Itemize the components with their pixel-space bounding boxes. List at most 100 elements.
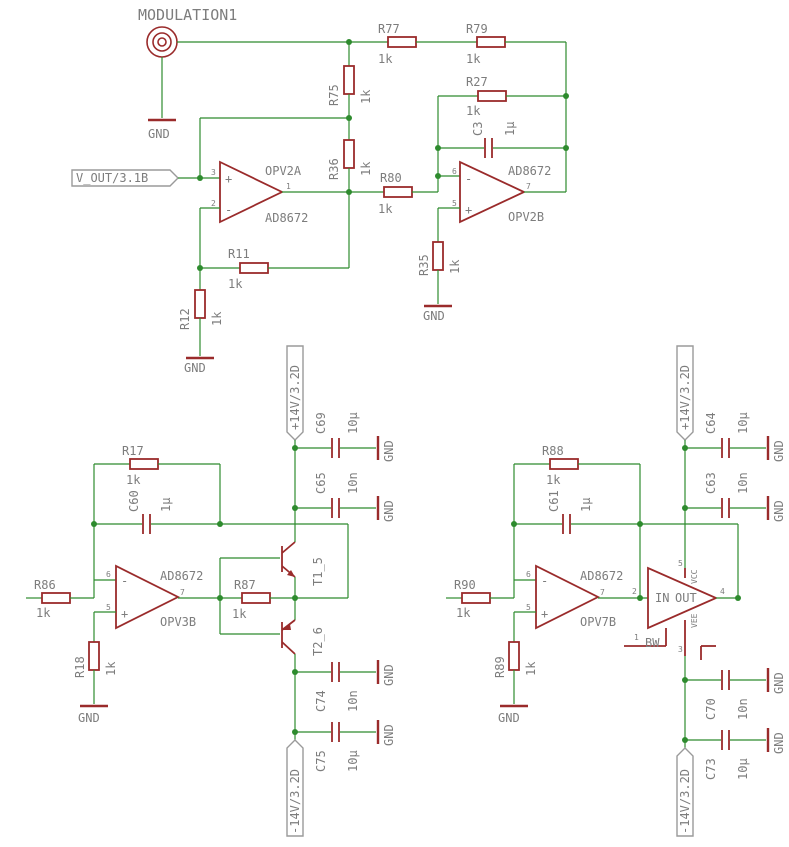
- transistor-t1: [281, 541, 296, 578]
- r75-val: 1k: [359, 89, 373, 104]
- c74-ref: C74: [314, 690, 328, 712]
- c61-ref: C61: [547, 490, 561, 512]
- opv3b-ref: OPV3B: [160, 615, 196, 629]
- t2-ref: T2_6: [311, 627, 325, 656]
- buffer-vcc-label: VCC: [690, 569, 699, 584]
- resistor-r75: [343, 65, 355, 95]
- opv2a-plus: +: [225, 172, 232, 186]
- c65-ref: C65: [314, 472, 328, 494]
- resistor-r77: [387, 36, 417, 48]
- vpos-label-right: +14V/3.2D: [678, 365, 692, 430]
- opv7b-plus: +: [541, 607, 548, 621]
- buffer-pin3: 3: [678, 645, 683, 654]
- opv3b-part: AD8672: [160, 569, 203, 583]
- connector-label: MODULATION1: [138, 6, 237, 24]
- c3-val: 1µ: [503, 122, 517, 136]
- opv7b-part: AD8672: [580, 569, 623, 583]
- r79-ref: R79: [466, 22, 488, 36]
- resistor-r27: [477, 90, 507, 102]
- c60-val: 1µ: [159, 498, 173, 512]
- resistor-r89: [508, 641, 520, 671]
- gnd-label: GND: [772, 440, 786, 462]
- buffer-out-label: OUT: [675, 591, 697, 605]
- gnd-label: GND: [423, 309, 445, 323]
- r87-val: 1k: [232, 607, 247, 621]
- v-out-label: V_OUT/3.1B: [76, 171, 148, 185]
- r88-val: 1k: [546, 473, 561, 487]
- vneg-label-left: -14V/3.2D: [288, 769, 302, 834]
- vneg-flag-left: [286, 739, 304, 837]
- c70-val: 10n: [736, 698, 750, 720]
- r88-ref: R88: [542, 444, 564, 458]
- c75-val: 10µ: [346, 750, 360, 772]
- r27-val: 1k: [466, 104, 481, 118]
- r17-val: 1k: [126, 473, 141, 487]
- r11-ref: R11: [228, 247, 250, 261]
- opv2b-pin5: 5: [452, 199, 457, 208]
- resistor-r90: [461, 592, 491, 604]
- opv7b-pin5: 5: [526, 603, 531, 612]
- opamp-opv2a: [219, 160, 285, 224]
- opv2b-ref: OPV2B: [508, 210, 544, 224]
- gnd-label: GND: [382, 664, 396, 686]
- opv2b-pin6: 6: [452, 167, 457, 176]
- opv3b-pin7: 7: [180, 588, 185, 597]
- opv2b-plus: +: [465, 203, 472, 217]
- r89-ref: R89: [493, 656, 507, 678]
- buffer-pin4: 4: [720, 587, 725, 596]
- r90-ref: R90: [454, 578, 476, 592]
- opv3b-plus: +: [121, 607, 128, 621]
- opv3b-minus: -: [121, 574, 128, 588]
- buffer-pin5: 5: [678, 559, 683, 568]
- resistor-r79: [476, 36, 506, 48]
- opv7b-pin6: 6: [526, 570, 531, 579]
- buffer-pin1: 1: [634, 633, 639, 642]
- r36-val: 1k: [359, 161, 373, 176]
- r79-val: 1k: [466, 52, 481, 66]
- buffer-in-label: IN: [655, 591, 669, 605]
- c63-val: 10n: [736, 472, 750, 494]
- opv3b-pin6: 6: [106, 570, 111, 579]
- c64-val: 10µ: [736, 412, 750, 434]
- r77-ref: R77: [378, 22, 400, 36]
- c69-ref: C69: [314, 412, 328, 434]
- opv2a-part: AD8672: [265, 211, 308, 225]
- c75-ref: C75: [314, 750, 328, 772]
- r35-ref: R35: [417, 254, 431, 276]
- r36-ref: R36: [327, 158, 341, 180]
- c74-val: 10n: [346, 690, 360, 712]
- r80-ref: R80: [380, 171, 402, 185]
- r86-ref: R86: [34, 578, 56, 592]
- opv2b-part: AD8672: [508, 164, 551, 178]
- opamp-opv2b: [459, 160, 527, 224]
- c61-val: 1µ: [579, 498, 593, 512]
- transistor-t2: [281, 619, 296, 655]
- resistor-r88: [549, 458, 579, 470]
- opamp-opv3b: [115, 564, 181, 630]
- vpos-label-left: +14V/3.2D: [288, 365, 302, 430]
- gnd-label: GND: [772, 672, 786, 694]
- opv7b-minus: -: [541, 574, 548, 588]
- resistor-r36: [343, 139, 355, 169]
- v-out-flag: [71, 169, 179, 187]
- opv2a-pin2: 2: [211, 199, 216, 208]
- r12-ref: R12: [178, 308, 192, 330]
- buffer-bw-label: BW: [645, 636, 660, 650]
- r86-val: 1k: [36, 606, 51, 620]
- vneg-flag-right: [676, 747, 694, 837]
- opv3b-pin5: 5: [106, 603, 111, 612]
- c65-val: 10n: [346, 472, 360, 494]
- r12-val: 1k: [210, 311, 224, 326]
- opv2a-ref: OPV2A: [265, 164, 302, 178]
- c73-ref: C73: [704, 758, 718, 780]
- buffer-amp: [647, 566, 719, 630]
- opv2a-pin3: 3: [211, 168, 216, 177]
- buffer-vee-label: VEE: [690, 613, 699, 628]
- gnd-label: GND: [772, 500, 786, 522]
- r18-val: 1k: [104, 661, 118, 676]
- r87-ref: R87: [234, 578, 256, 592]
- resistor-r17: [129, 458, 159, 470]
- resistor-r12: [194, 289, 206, 319]
- vneg-label-right: -14V/3.2D: [678, 769, 692, 834]
- gnd-label: GND: [382, 440, 396, 462]
